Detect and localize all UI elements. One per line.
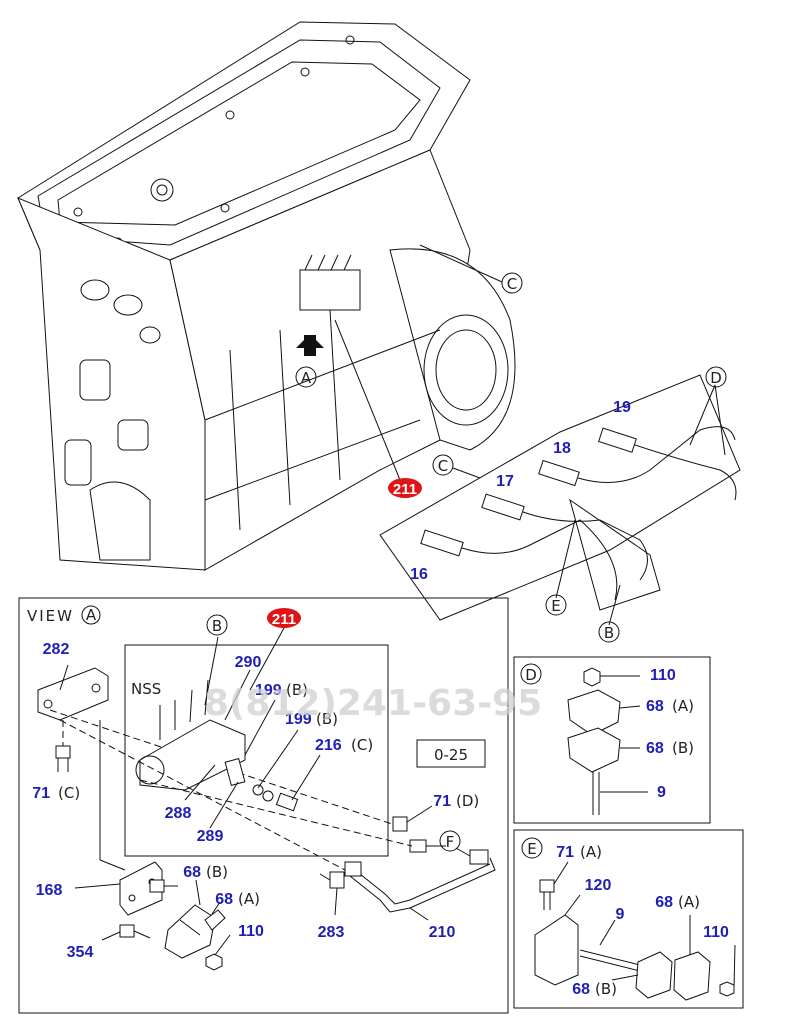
- part-9-view-d-label[interactable]: 9: [657, 784, 666, 801]
- view-d-circle: [520, 663, 542, 685]
- callout-f-view-a: [439, 830, 461, 852]
- view-a-letter: A: [86, 606, 97, 624]
- callout-d-pipes-letter: D: [710, 369, 722, 387]
- part-110-view-d-label[interactable]: 110: [650, 667, 676, 684]
- part-68b-view-a-label[interactable]: 68: [183, 864, 201, 881]
- view-a-panel: [18, 597, 509, 1014]
- part-71d-suffix: (D): [456, 792, 479, 810]
- callout-b-view-a: [206, 614, 228, 636]
- part-354-label[interactable]: 354: [67, 944, 94, 961]
- part-211-highlight[interactable]: [388, 478, 422, 498]
- callout-c-pipes: [432, 454, 454, 476]
- part-290-label[interactable]: 290: [235, 654, 262, 671]
- view-e-circle: [521, 837, 543, 859]
- view-d-panel: [513, 656, 711, 824]
- callout-a-engine: [295, 366, 317, 388]
- view-a-illustration: [37, 636, 496, 971]
- engine-block-illustration: [17, 21, 516, 571]
- part-199-lower-label[interactable]: 199: [285, 711, 312, 728]
- part-199-upper-label[interactable]: 199: [255, 682, 282, 699]
- ref-code-label: 0-25: [434, 746, 468, 764]
- part-210-label[interactable]: 210: [429, 924, 456, 941]
- part-211-view-a-label: 211: [272, 611, 296, 628]
- part-68b-view-e-suffix: (B): [595, 980, 617, 998]
- part-199-lower-suffix: (B): [316, 710, 338, 728]
- callout-e-pipes: [545, 594, 567, 616]
- part-199-upper-suffix: (B): [286, 681, 308, 699]
- part-68a-view-a-label[interactable]: 68: [215, 891, 233, 908]
- part-110-view-a-label[interactable]: 110: [238, 923, 264, 940]
- view-a-title: VIEW: [27, 607, 74, 625]
- view-a-circle: [81, 605, 101, 625]
- part-168-label[interactable]: 168: [36, 882, 63, 899]
- part-16-label[interactable]: 16: [410, 566, 428, 583]
- part-211-view-a-highlight[interactable]: [267, 608, 301, 628]
- callout-d-pipes: [705, 366, 727, 388]
- part-18-label[interactable]: 18: [553, 440, 571, 457]
- callout-b-pipes-letter: B: [604, 624, 614, 642]
- part-68b-view-a-suffix: (B): [206, 863, 228, 881]
- part-71c-suffix: (C): [58, 784, 80, 802]
- part-71d-label[interactable]: 71: [433, 793, 451, 810]
- fuel-pipes-illustration: [379, 374, 741, 626]
- part-68b-view-d-suffix: (B): [672, 739, 694, 757]
- part-288-label[interactable]: 288: [165, 805, 192, 822]
- part-216-label[interactable]: 216: [315, 737, 342, 754]
- part-68a-view-a-suffix: (A): [238, 890, 260, 908]
- callout-c-pipes-letter: C: [438, 457, 448, 475]
- part-71c-label[interactable]: 71: [32, 785, 50, 802]
- part-216-suffix: (C): [351, 736, 373, 754]
- view-e-illustration: [534, 861, 736, 1001]
- part-211-label: 211: [393, 481, 417, 498]
- part-9-view-e-label[interactable]: 9: [616, 906, 625, 923]
- callout-b-view-a-letter: B: [212, 617, 222, 635]
- part-68b-view-d-label[interactable]: 68: [646, 740, 664, 757]
- part-282-label[interactable]: 282: [43, 641, 70, 658]
- part-68b-view-e-label[interactable]: 68: [572, 981, 590, 998]
- part-17-label[interactable]: 17: [496, 473, 514, 490]
- nss-label: NSS: [131, 680, 161, 698]
- callout-b-pipes: [598, 621, 620, 643]
- part-71a-view-e-suffix: (A): [580, 843, 602, 861]
- part-120-label[interactable]: 120: [585, 877, 612, 894]
- watermark-phone: 8(812)241-63-95: [204, 683, 542, 724]
- part-68a-view-d-suffix: (A): [672, 697, 694, 715]
- part-68a-view-d-label[interactable]: 68: [646, 698, 664, 715]
- part-110-view-e-label[interactable]: 110: [703, 924, 729, 941]
- callout-c-engine-letter: C: [507, 275, 517, 293]
- view-d-letter: D: [525, 666, 537, 684]
- view-e-letter: E: [527, 840, 536, 858]
- ref-code-box: [416, 739, 486, 768]
- view-a-detail-box: [124, 644, 389, 857]
- part-283-label[interactable]: 283: [318, 924, 345, 941]
- callout-f-view-a-letter: F: [446, 833, 455, 851]
- part-68a-view-e-suffix: (A): [678, 893, 700, 911]
- callout-c-engine: [501, 272, 523, 294]
- callout-a-engine-letter: A: [301, 369, 312, 387]
- view-e-panel: [513, 829, 744, 1009]
- part-19-label[interactable]: 19: [613, 399, 631, 416]
- view-d-illustration: [567, 667, 648, 815]
- callout-e-pipes-letter: E: [551, 597, 560, 615]
- part-71a-view-e-label[interactable]: 71: [556, 844, 574, 861]
- part-289-label[interactable]: 289: [197, 828, 224, 845]
- part-68a-view-e-label[interactable]: 68: [655, 894, 673, 911]
